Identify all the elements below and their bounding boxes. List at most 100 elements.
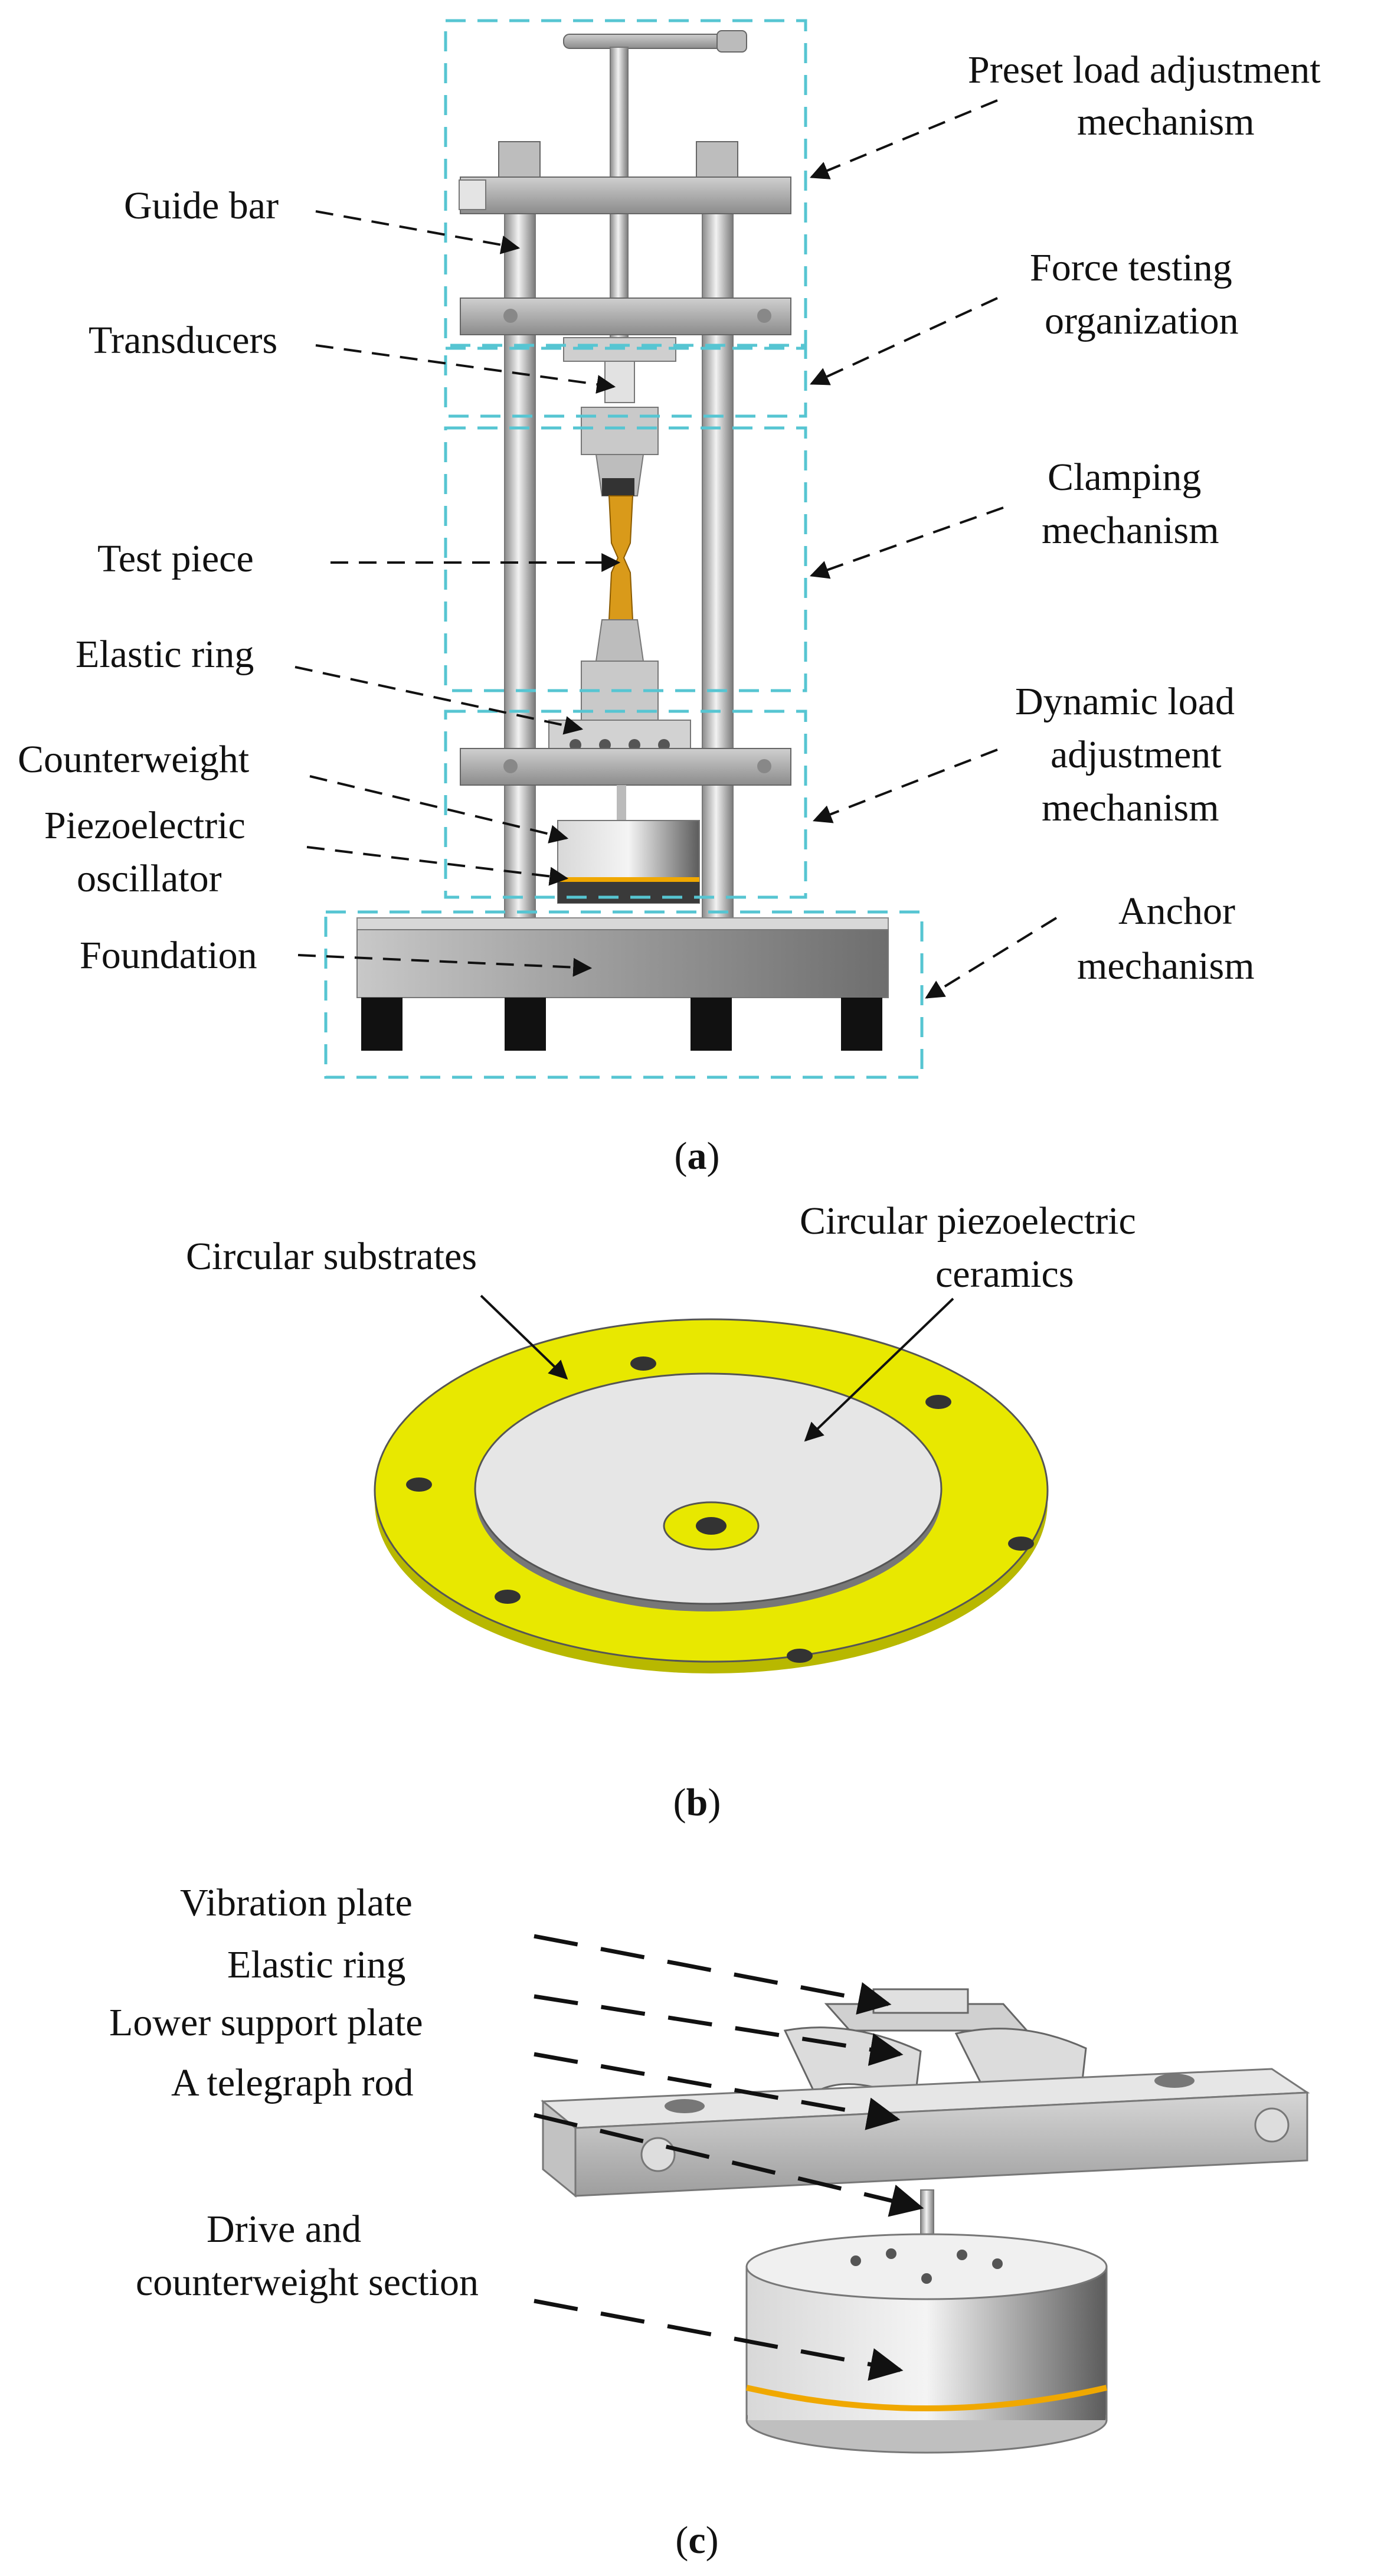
label-ceramics-line1: Circular piezoelectric [800, 1199, 1136, 1243]
caption-a-letter: a [688, 1135, 707, 1178]
label-drive-line2: counterweight section [136, 2261, 479, 2304]
test-specimen [608, 495, 634, 620]
panel-c-leaders [534, 1934, 924, 2381]
leader-elastic-ring-c [534, 1994, 904, 2066]
support-bar-hole-left [665, 2099, 705, 2113]
label-drive-line1: Drive and [207, 2208, 361, 2251]
leader-elastic-ring [294, 666, 584, 735]
dynamic-plate-bolt-left [503, 759, 518, 773]
caption-a: (a) [675, 1135, 720, 1178]
label-ceramics-line2: ceramics [935, 1253, 1074, 1296]
leader-guide-bar [315, 210, 521, 254]
label-preset-line1: Preset load adjustment [968, 48, 1321, 91]
dynamic-plate-bolt-right [757, 759, 771, 773]
leader-transducers [315, 344, 616, 394]
top-hole-1 [850, 2255, 861, 2266]
leader-piezo [306, 846, 569, 886]
center-rod [617, 785, 626, 820]
label-clamp-line1: Clamping [1048, 456, 1201, 499]
bolt-hole-5 [495, 1590, 521, 1604]
leader-drive [534, 2299, 904, 2381]
foundation-foot-2 [505, 998, 546, 1051]
caption-b: (b) [673, 1781, 721, 1824]
leader-counterweight [309, 775, 569, 844]
drive-cylinder-top [745, 2233, 1108, 2300]
caption-b-letter: b [686, 1781, 708, 1824]
leader-substrates [480, 1294, 568, 1380]
label-substrates: Circular substrates [186, 1235, 477, 1278]
box-dynamic-load [444, 710, 807, 899]
lower-jaw [595, 619, 644, 662]
box-preset-load [444, 19, 807, 347]
label-foundation: Foundation [80, 934, 257, 977]
label-vibration-plate: Vibration plate [180, 1881, 413, 1924]
label-elastic-ring-a: Elastic ring [76, 633, 254, 676]
leader-foundation [297, 954, 593, 977]
transducer-stem [604, 361, 635, 403]
vibration-plate-top [872, 1988, 969, 2014]
label-telegraph-rod: A telegraph rod [171, 2061, 414, 2104]
leader-lower-support [534, 2052, 901, 2130]
leader-vibration-plate [534, 1934, 892, 2015]
label-force-line2: organization [1045, 299, 1239, 342]
label-force-line1: Force testing [1030, 246, 1232, 289]
bar-cap-left [498, 141, 541, 178]
caption-c: (c) [675, 2519, 718, 2562]
piezo-band-a [558, 877, 699, 882]
panel-b-leaders [480, 1294, 954, 1442]
leader-clamp [809, 506, 1004, 579]
leader-force [810, 297, 998, 385]
panel-a-leaders [294, 99, 1058, 999]
foundation-foot-4 [841, 998, 882, 1051]
label-lower-support: Lower support plate [109, 2001, 423, 2044]
label-anchor-line1: Anchor [1118, 890, 1235, 933]
support-bar-bolt-right [1254, 2107, 1290, 2143]
center-hole [696, 1517, 727, 1535]
bolt-hole-4 [1008, 1537, 1034, 1551]
foundation-foot-3 [691, 998, 732, 1051]
label-dyn-line3: mechanism [1042, 786, 1219, 829]
top-hole-4 [992, 2258, 1003, 2269]
top-plate-block [459, 179, 486, 210]
label-clamp-line2: mechanism [1042, 509, 1219, 552]
piezo-band-c [745, 2385, 1108, 2411]
foundation-body [356, 929, 889, 998]
panel-c-drawing [541, 1988, 1310, 2454]
second-plate-bolt-right [757, 309, 771, 323]
box-clamping [444, 426, 807, 692]
foundation-foot-1 [361, 998, 403, 1051]
bolt-hole-1 [630, 1356, 656, 1371]
panel-a-mechanism-boxes [324, 19, 924, 1079]
panel-b-drawing [374, 1318, 1049, 1673]
leader-anchor [925, 917, 1058, 999]
upper-jaw-dark [602, 478, 634, 496]
panel-a-drawing [356, 30, 889, 1051]
caption-c-letter: c [688, 2519, 705, 2562]
bolt-hole-6 [787, 1649, 813, 1663]
handle-knob-right [716, 30, 747, 53]
label-dyn-line2: adjustment [1051, 733, 1222, 776]
top-hole-3 [957, 2250, 967, 2260]
panel-c-labels: Vibration plate Elastic ring Lower suppo… [109, 1881, 479, 2304]
label-preset-line2: mechanism [1077, 100, 1255, 143]
guide-bar-right [702, 147, 734, 998]
label-anchor-line2: mechanism [1077, 944, 1255, 988]
label-guide-bar: Guide bar [124, 184, 279, 227]
support-bar-bolt-left [640, 2137, 676, 2172]
box-force-testing [444, 346, 807, 418]
bolt-hole-2 [925, 1395, 951, 1409]
circular-ceramic [474, 1372, 943, 1605]
bolt-hole-3 [406, 1477, 432, 1492]
label-counterweight: Counterweight [18, 738, 249, 781]
panel-b-labels: Circular substrates Circular piezoelectr… [186, 1199, 1136, 1296]
second-plate-bolt-left [503, 309, 518, 323]
label-elastic-ring-c: Elastic ring [227, 1943, 405, 1986]
support-bar-hole [1154, 2074, 1195, 2088]
panel-a-labels: Guide bar Transducers Test piece Elastic… [18, 48, 1321, 988]
label-dyn-line1: Dynamic load [1015, 680, 1235, 723]
leader-ceramics [804, 1297, 954, 1442]
label-transducers: Transducers [89, 319, 277, 362]
box-anchor [324, 910, 924, 1079]
label-piezo-line2: oscillator [77, 857, 222, 900]
